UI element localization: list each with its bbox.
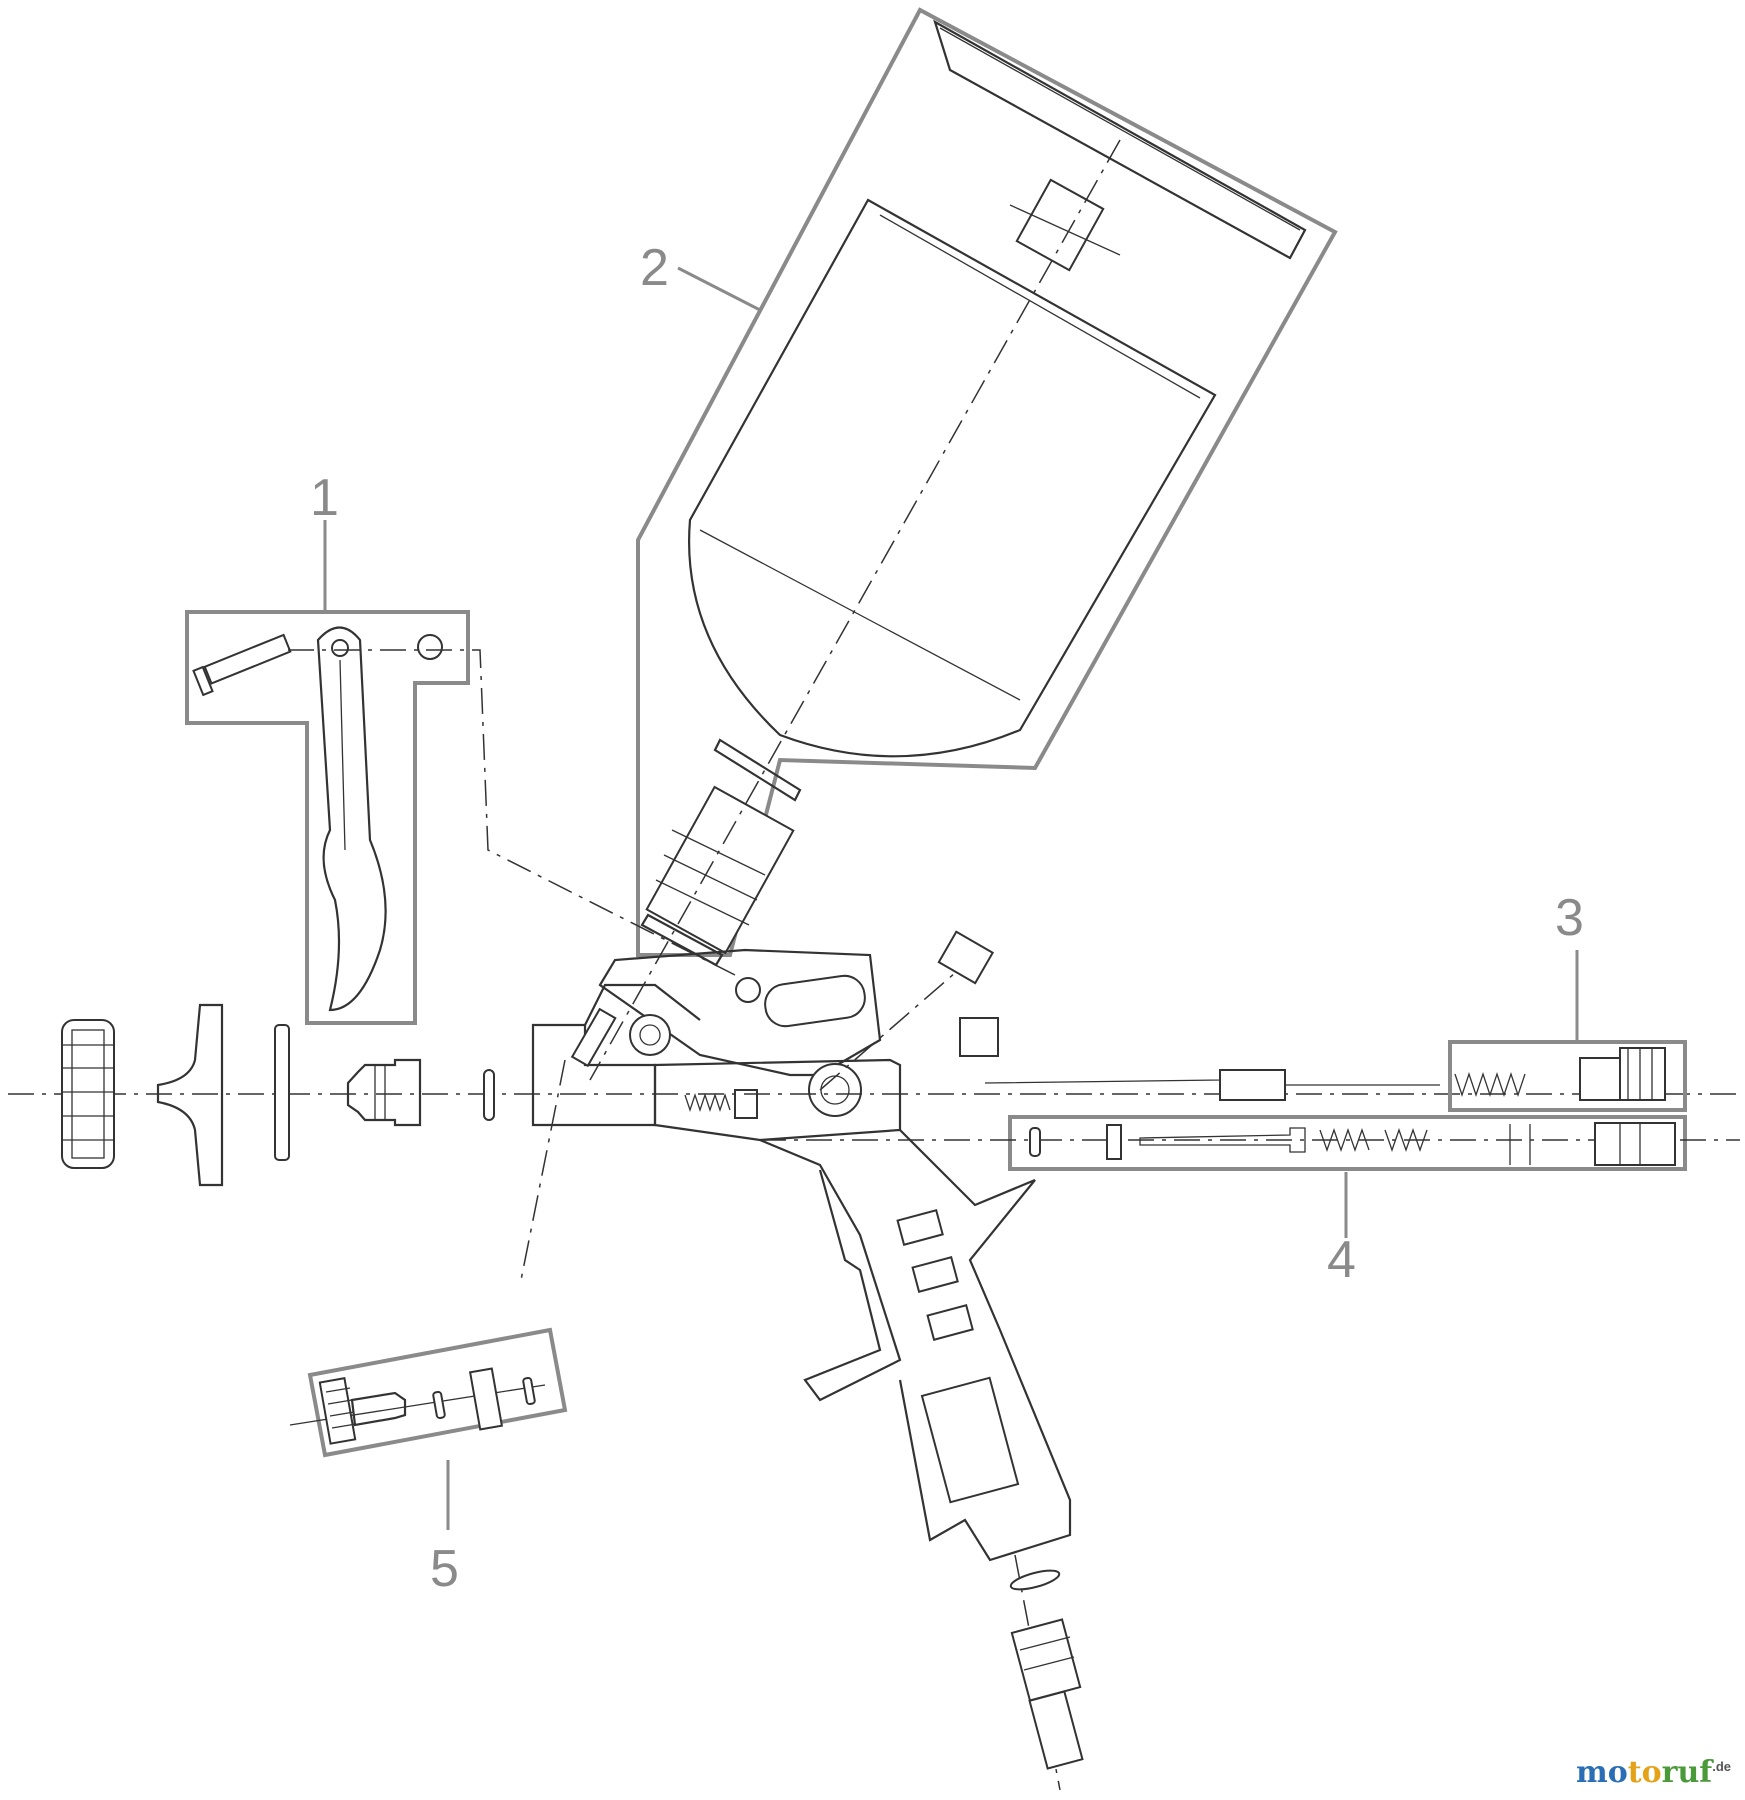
callout-4: 4 xyxy=(1327,1231,1356,1289)
adjuster-stem xyxy=(350,1391,407,1427)
air-cap xyxy=(156,1003,224,1187)
group-frame-5 xyxy=(307,1327,568,1458)
air-inlet-nipple xyxy=(1028,1690,1084,1770)
watermark-suffix: .de xyxy=(1712,1759,1731,1774)
side-pin xyxy=(570,1007,617,1068)
valve-cap xyxy=(937,930,995,985)
grip-window-4 xyxy=(920,1376,1020,1504)
spreader-ring xyxy=(274,1024,290,1161)
fluid-valve-knob xyxy=(629,1014,671,1056)
air-port xyxy=(808,1063,862,1117)
trigger-pin xyxy=(203,633,292,685)
needle-adjust-cap xyxy=(1619,1047,1666,1101)
cup-neck-gasket xyxy=(713,738,802,802)
adjuster-bushing xyxy=(468,1367,504,1431)
needle-spring xyxy=(684,1092,731,1113)
valve-pieces xyxy=(819,930,999,1091)
grip-window-2 xyxy=(911,1256,959,1293)
cup-lid xyxy=(933,19,1307,260)
gun-body xyxy=(531,948,1084,1791)
air-adjust-screw xyxy=(1594,1122,1676,1166)
pattern-adjuster-set: 5 xyxy=(289,1059,568,1598)
callout-5: 5 xyxy=(430,1540,459,1598)
callout-2: 2 xyxy=(640,239,669,297)
adjuster-washer xyxy=(522,1376,536,1406)
inlet-seal xyxy=(1009,1569,1061,1591)
gun-upper-frame xyxy=(598,948,882,1077)
nozzle-set xyxy=(8,1003,1740,1187)
needle-spring-3 xyxy=(1454,1071,1526,1098)
group-frame-4 xyxy=(1008,1115,1687,1171)
motoruf-watermark: motoruf.de xyxy=(1576,1755,1731,1790)
grip-window-3 xyxy=(926,1304,974,1341)
gun-handle xyxy=(759,1138,902,1402)
nozzle-o-ring xyxy=(483,1069,495,1121)
watermark-letter: t xyxy=(1627,1755,1642,1790)
cup-body xyxy=(688,198,1217,758)
valve-o-ring-b xyxy=(1106,1124,1122,1160)
air-cap-ring xyxy=(61,1019,115,1169)
trigger-lever xyxy=(316,626,387,1012)
trigger-clip xyxy=(417,634,443,660)
grip-outline xyxy=(898,1129,1072,1562)
watermark-letter: m xyxy=(1576,1755,1608,1790)
needle-sleeve xyxy=(1219,1069,1286,1101)
paint-cup: 2 xyxy=(589,7,1338,1081)
leader-2 xyxy=(677,266,761,312)
fluid-needle xyxy=(984,1074,1440,1086)
valve-stem xyxy=(1139,1127,1306,1153)
valve-spring-b xyxy=(1384,1128,1428,1152)
adjuster-knob xyxy=(318,1377,357,1445)
group-frame-1 xyxy=(185,610,470,1025)
group-frame-3 xyxy=(1448,1040,1687,1112)
watermark-letter: u xyxy=(1677,1755,1700,1790)
needle-adjust-knob xyxy=(1579,1057,1621,1101)
valve-bushing xyxy=(959,1017,999,1057)
valve-spring-a xyxy=(1319,1128,1370,1152)
trigger-hole xyxy=(331,639,349,657)
trigger-kit: 1 xyxy=(185,469,736,1025)
callout-1: 1 xyxy=(310,469,339,527)
callout-3: 3 xyxy=(1555,889,1584,947)
watermark-letter: o xyxy=(1607,1755,1628,1790)
watermark-letter: o xyxy=(1641,1755,1662,1790)
cup-connector xyxy=(645,785,795,955)
needle-set: 3 xyxy=(984,889,1687,1112)
watermark-letter: r xyxy=(1661,1755,1678,1790)
valve-o-ring-a xyxy=(1029,1127,1041,1157)
watermark-letter: f xyxy=(1699,1755,1713,1790)
grip-window-1 xyxy=(896,1209,944,1246)
air-valve-set: 4 xyxy=(760,1115,1740,1289)
fluid-nozzle xyxy=(346,1058,422,1127)
air-inlet-fitting xyxy=(1010,1618,1082,1702)
frame-slot xyxy=(764,974,866,1028)
adjuster-o-ring xyxy=(432,1390,446,1420)
frame-pivot xyxy=(735,977,761,1003)
